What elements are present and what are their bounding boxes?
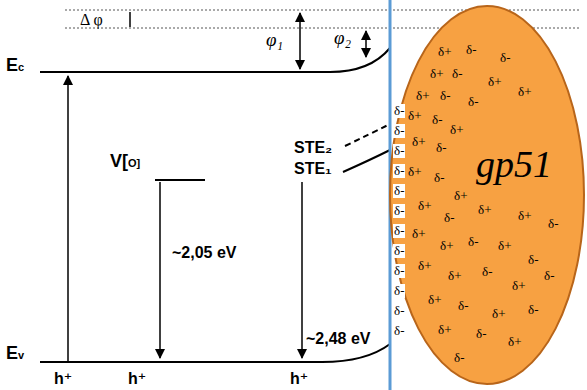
charge-label: δ- bbox=[528, 252, 538, 268]
level-label: STE₁ bbox=[294, 160, 332, 178]
ste2-level bbox=[345, 124, 390, 146]
band-edge-label: Ev bbox=[6, 344, 24, 364]
ste1-level bbox=[343, 150, 390, 172]
level-label: STE₂ bbox=[294, 139, 332, 157]
delta-phi-bar bbox=[129, 12, 131, 27]
delta-phi-label: Δ φ bbox=[80, 11, 103, 29]
phi1-arrow bbox=[299, 13, 301, 69]
charge-label: δ- bbox=[393, 264, 405, 278]
charge-label: δ+ bbox=[430, 66, 443, 82]
charge-label: δ+ bbox=[412, 134, 425, 150]
charge-label: δ+ bbox=[508, 334, 521, 350]
charge-label: δ- bbox=[454, 350, 464, 366]
excitation-arrow bbox=[67, 76, 69, 361]
charge-label: δ+ bbox=[440, 238, 453, 254]
charge-label: δ- bbox=[393, 184, 405, 198]
charge-label: δ- bbox=[444, 210, 454, 226]
charge-label: δ- bbox=[468, 234, 478, 250]
charge-label: δ+ bbox=[418, 198, 431, 214]
energy-label: ~2,05 eV bbox=[172, 244, 237, 262]
phi2-arrow bbox=[365, 31, 367, 57]
charge-label: δ- bbox=[393, 244, 405, 258]
charge-label: δ- bbox=[452, 66, 462, 82]
protein-name: gp51 bbox=[476, 142, 552, 186]
charge-label: δ+ bbox=[492, 306, 505, 322]
charge-label: δ+ bbox=[408, 108, 421, 124]
charge-label: δ- bbox=[468, 94, 478, 110]
charge-label: δ- bbox=[466, 42, 476, 58]
charge-label: δ- bbox=[393, 144, 405, 158]
charge-label: δ- bbox=[500, 50, 510, 66]
charge-label: δ+ bbox=[518, 208, 531, 224]
charge-label: δ+ bbox=[478, 202, 491, 218]
charge-label: δ- bbox=[393, 284, 405, 298]
charge-label: δ- bbox=[436, 140, 446, 156]
charge-label: δ- bbox=[476, 326, 486, 342]
emission-arrow bbox=[159, 182, 161, 358]
charge-label: δ- bbox=[393, 324, 405, 338]
charge-label: δ+ bbox=[512, 278, 525, 294]
charge-label: δ+ bbox=[438, 44, 451, 60]
conduction-band bbox=[40, 48, 390, 72]
charge-label: δ+ bbox=[418, 258, 431, 274]
hole-label: h⁺ bbox=[290, 370, 308, 388]
protein-ellipse: gp51δ+δ-δ-δ+δ-δ+δ+δ-δ-δ+δ+δ-δ+δ+δ-δ+δ-δ+… bbox=[388, 4, 586, 386]
charge-label: δ+ bbox=[518, 84, 531, 100]
charge-label: δ+ bbox=[498, 238, 511, 254]
charge-label: δ- bbox=[393, 204, 405, 218]
charge-label: δ+ bbox=[428, 292, 441, 308]
energy-label: ~2,48 eV bbox=[306, 330, 371, 348]
charge-label: δ- bbox=[393, 104, 405, 118]
charge-label: δ- bbox=[482, 264, 492, 280]
charge-label: δ- bbox=[434, 170, 444, 186]
charge-label: δ+ bbox=[412, 226, 425, 242]
charge-label: δ- bbox=[440, 88, 450, 104]
charge-label: δ- bbox=[432, 112, 442, 128]
vacancy-level bbox=[155, 179, 205, 181]
charge-label: δ- bbox=[548, 216, 558, 232]
charge-label: δ+ bbox=[448, 268, 461, 284]
charge-label: δ+ bbox=[438, 322, 451, 338]
charge-label: δ- bbox=[393, 224, 405, 238]
phi2-label: φ₂ bbox=[334, 28, 351, 49]
charge-label: δ+ bbox=[454, 188, 467, 204]
emission-arrow bbox=[301, 182, 303, 358]
charge-label: δ+ bbox=[408, 164, 421, 180]
charge-label: δ+ bbox=[488, 74, 501, 90]
ellipse-outline bbox=[388, 4, 586, 386]
band-edge-label: Ec bbox=[6, 56, 24, 76]
charge-label: δ- bbox=[393, 164, 405, 178]
hole-label: h⁺ bbox=[128, 370, 146, 388]
charge-label: δ+ bbox=[450, 122, 463, 138]
charge-label: δ+ bbox=[416, 88, 429, 104]
ellipse-shape bbox=[390, 6, 584, 384]
charge-label: δ- bbox=[393, 124, 405, 138]
charge-label: δ- bbox=[528, 302, 538, 318]
level-label: V[O] bbox=[110, 152, 140, 172]
phi1-label: φ₁ bbox=[266, 30, 283, 51]
charge-label: δ- bbox=[393, 304, 405, 318]
hole-label: h⁺ bbox=[54, 370, 72, 388]
charge-label: δ- bbox=[458, 298, 468, 314]
charge-label: δ- bbox=[544, 268, 554, 284]
